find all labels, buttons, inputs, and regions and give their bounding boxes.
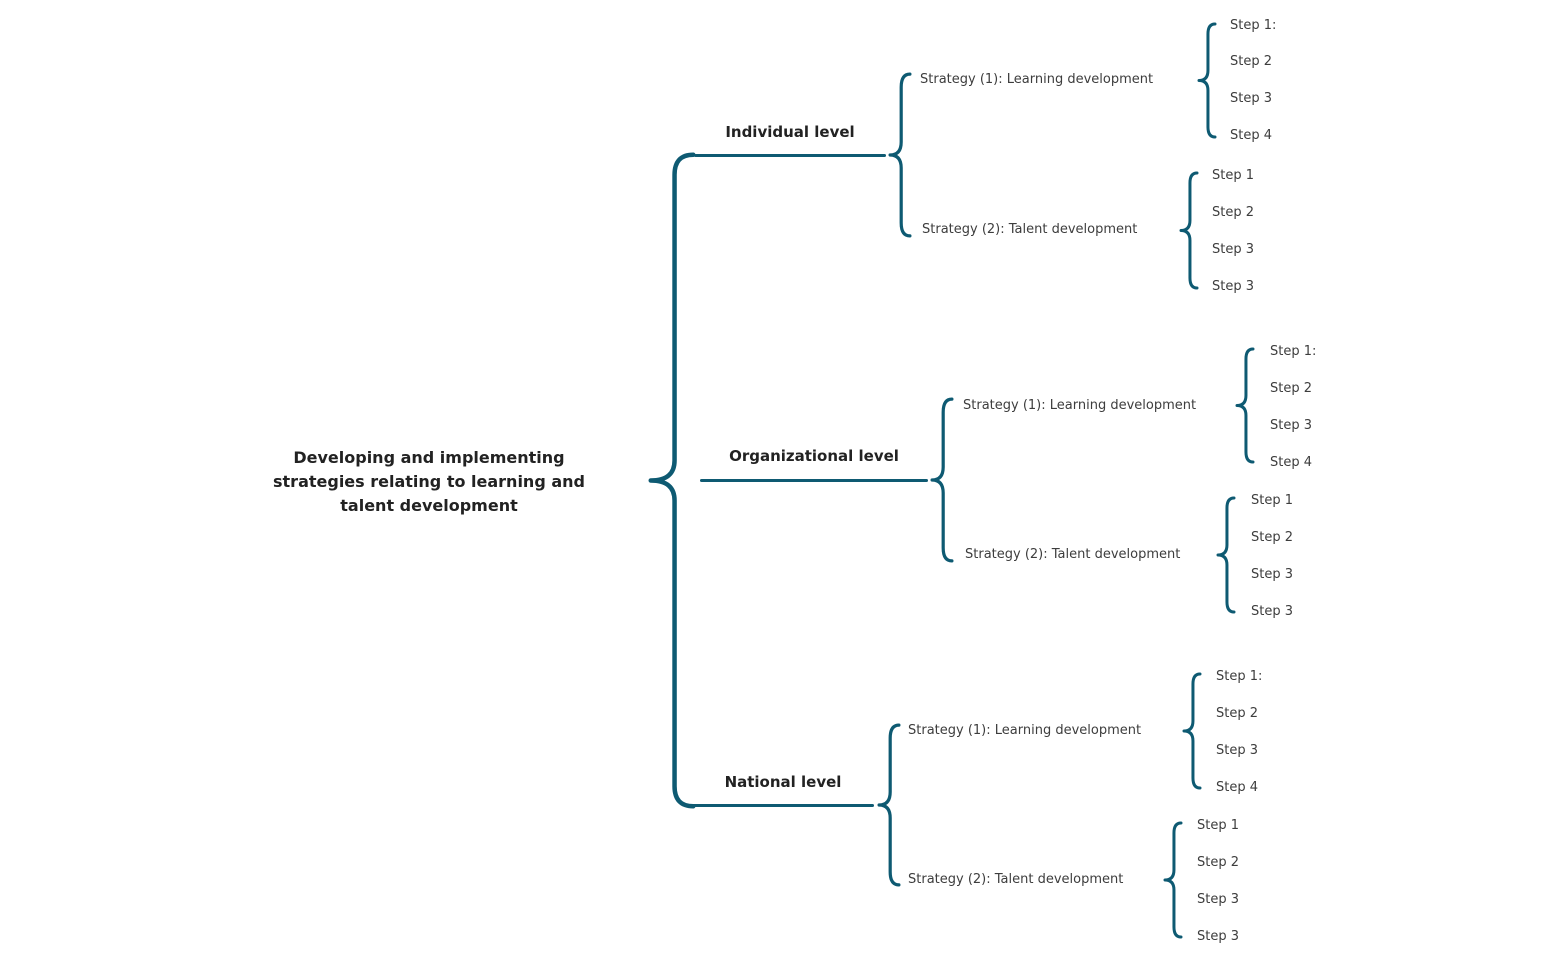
step-label: Step 1 bbox=[1251, 493, 1294, 508]
step-label: Step 3 bbox=[1212, 242, 1255, 257]
step-label: Step 3 bbox=[1212, 279, 1255, 294]
step-label: Step 3 bbox=[1251, 567, 1294, 582]
step-label: Step 3 bbox=[1216, 743, 1259, 758]
step-label: Step 3 bbox=[1197, 892, 1240, 907]
national-strategy-1-steps-brace bbox=[1182, 672, 1202, 790]
step-label: Step 1: bbox=[1216, 669, 1263, 684]
step-label: Step 2 bbox=[1270, 381, 1313, 396]
level-underline-national bbox=[692, 804, 874, 807]
step-label: Step 2 bbox=[1230, 54, 1273, 69]
step-label: Step 4 bbox=[1216, 780, 1259, 795]
organizational-strategy-1-label: Strategy (1): Learning development bbox=[963, 398, 1197, 413]
step-label: Step 2 bbox=[1197, 855, 1240, 870]
step-label: Step 3 bbox=[1230, 91, 1273, 106]
level-label-organizational: Organizational level bbox=[729, 447, 899, 465]
national-strategies-brace bbox=[877, 723, 901, 887]
level-label-national: National level bbox=[724, 773, 842, 791]
individual-strategies-brace bbox=[888, 72, 912, 238]
root-brace bbox=[648, 152, 696, 809]
step-label: Step 3 bbox=[1251, 604, 1294, 619]
step-label: Step 1: bbox=[1230, 18, 1277, 33]
individual-strategy-1-label: Strategy (1): Learning development bbox=[920, 72, 1154, 87]
step-label: Step 4 bbox=[1270, 455, 1313, 470]
step-label: Step 3 bbox=[1197, 929, 1240, 944]
level-underline-individual bbox=[694, 154, 886, 157]
organizational-strategy-1-steps-brace bbox=[1235, 347, 1255, 464]
step-label: Step 2 bbox=[1216, 706, 1259, 721]
step-label: Step 2 bbox=[1212, 205, 1255, 220]
step-label: Step 3 bbox=[1270, 418, 1313, 433]
step-label: Step 1 bbox=[1212, 168, 1255, 183]
step-label: Step 1: bbox=[1270, 344, 1317, 359]
individual-strategy-1-steps-brace bbox=[1197, 22, 1217, 139]
national-strategy-2-label: Strategy (2): Talent development bbox=[908, 872, 1124, 887]
individual-strategy-2-steps-brace bbox=[1179, 171, 1199, 290]
individual-strategy-2-label: Strategy (2): Talent development bbox=[922, 222, 1138, 237]
level-label-individual: Individual level bbox=[725, 123, 855, 141]
organizational-strategies-brace bbox=[930, 397, 954, 563]
root-node-title: Developing and implementing strategies r… bbox=[273, 448, 585, 515]
organizational-strategy-2-label: Strategy (2): Talent development bbox=[965, 547, 1181, 562]
step-label: Step 1 bbox=[1197, 818, 1240, 833]
step-label: Step 4 bbox=[1230, 128, 1273, 143]
organizational-strategy-2-steps-brace bbox=[1216, 496, 1236, 614]
national-strategy-1-label: Strategy (1): Learning development bbox=[908, 723, 1142, 738]
step-label: Step 2 bbox=[1251, 530, 1294, 545]
national-strategy-2-steps-brace bbox=[1163, 821, 1183, 939]
level-underline-organizational bbox=[700, 479, 928, 482]
